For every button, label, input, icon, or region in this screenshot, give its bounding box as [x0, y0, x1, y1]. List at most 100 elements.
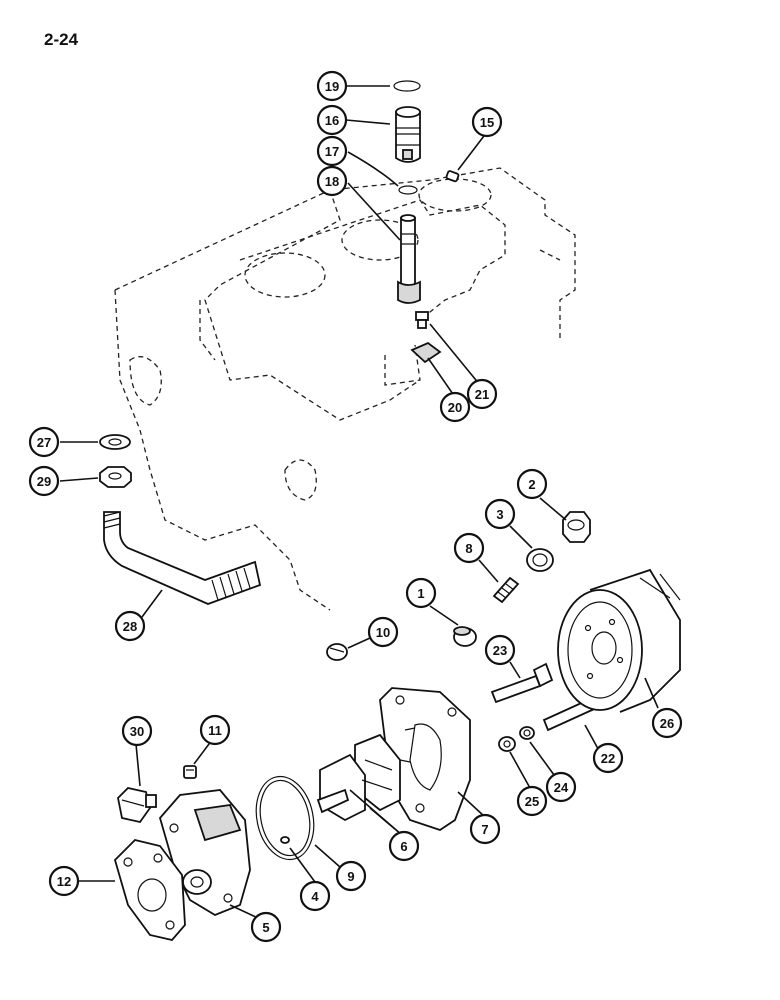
- callout-1: 1: [405, 577, 437, 609]
- oil-filter-26: [557, 568, 681, 713]
- callout-label: 26: [660, 716, 674, 731]
- callout-circle: [439, 391, 471, 423]
- sleeve-part-16: [395, 106, 421, 163]
- callout-label: 3: [496, 507, 503, 522]
- callout-label: 1: [417, 586, 424, 601]
- pickup-tube-28: [103, 511, 262, 605]
- callout-29: 29: [28, 465, 60, 497]
- callout-5: 5: [250, 911, 282, 943]
- callout-circle: [516, 785, 548, 817]
- callout-6: 6: [388, 830, 420, 862]
- callout-circle: [299, 880, 331, 912]
- callout-circle: [335, 860, 367, 892]
- callout-circle: [121, 715, 153, 747]
- callout-circle: [471, 106, 503, 138]
- callout-label: 28: [123, 619, 137, 634]
- o-ring-9: [255, 775, 315, 861]
- callout-label: 7: [481, 822, 488, 837]
- callout-label: 5: [262, 920, 269, 935]
- callout-4: 4: [299, 880, 331, 912]
- washer-25: [498, 736, 516, 752]
- o-ring-17: [398, 185, 418, 195]
- callout-11: 11: [199, 714, 231, 746]
- callout-label: 24: [554, 780, 569, 795]
- callout-label: 23: [493, 643, 507, 658]
- callout-label: 25: [525, 794, 539, 809]
- callout-circle: [484, 634, 516, 666]
- page-number: 2-24: [44, 30, 79, 49]
- callout-30: 30: [121, 715, 153, 747]
- plug-11: [183, 765, 197, 779]
- callout-circle: [466, 378, 498, 410]
- callout-circle: [516, 468, 548, 500]
- callout-circle: [28, 426, 60, 458]
- callout-23: 23: [484, 634, 516, 666]
- callout-label: 30: [130, 724, 144, 739]
- callout-label: 2: [528, 477, 535, 492]
- bolt-21: [415, 311, 429, 329]
- callout-28: 28: [114, 610, 146, 642]
- callout-circle: [388, 830, 420, 862]
- callout-15: 15: [471, 106, 503, 138]
- callout-label: 20: [448, 400, 462, 415]
- callout-label: 21: [475, 387, 489, 402]
- sender-30: [117, 787, 157, 824]
- plug-1: [453, 626, 477, 647]
- callout-label: 8: [465, 541, 472, 556]
- gasket-12: [113, 839, 186, 941]
- callout-circle: [316, 104, 348, 136]
- callout-circle: [114, 610, 146, 642]
- callout-24: 24: [545, 771, 577, 803]
- callout-17: 17: [316, 135, 348, 167]
- callout-label: 18: [325, 174, 339, 189]
- callout-8: 8: [453, 532, 485, 564]
- pin-4: [280, 836, 290, 844]
- callout-label: 4: [311, 889, 319, 904]
- callout-20: 20: [439, 391, 471, 423]
- o-ring-19: [393, 80, 421, 92]
- washer-27: [99, 434, 131, 450]
- nut-29: [99, 466, 132, 488]
- callout-label: 17: [325, 144, 339, 159]
- callout-2: 2: [516, 468, 548, 500]
- callout-circle: [453, 532, 485, 564]
- callout-label: 22: [601, 751, 615, 766]
- callout-label: 12: [57, 874, 71, 889]
- callout-circle: [316, 70, 348, 102]
- callout-label: 11: [208, 723, 222, 738]
- callout-19: 19: [316, 70, 348, 102]
- callout-circle: [316, 165, 348, 197]
- callout-circle: [48, 865, 80, 897]
- pin-15: [445, 170, 460, 183]
- callout-7: 7: [469, 813, 501, 845]
- callout-label: 10: [376, 625, 390, 640]
- plug-10: [326, 643, 348, 661]
- callout-22: 22: [592, 742, 624, 774]
- callout-circle: [316, 135, 348, 167]
- callout-circle: [367, 616, 399, 648]
- callout-circle: [250, 911, 282, 943]
- callout-9: 9: [335, 860, 367, 892]
- callout-label: 16: [325, 113, 339, 128]
- callout-21: 21: [466, 378, 498, 410]
- callout-circle: [405, 577, 437, 609]
- callout-circle: [592, 742, 624, 774]
- callout-label: 6: [400, 839, 407, 854]
- callout-25: 25: [516, 785, 548, 817]
- pump-gears-6: [316, 733, 401, 822]
- callout-label: 27: [37, 435, 51, 450]
- stud-8: [492, 576, 520, 604]
- bolt-23: [490, 662, 554, 704]
- callout-10: 10: [367, 616, 399, 648]
- plug-2: [562, 511, 591, 543]
- callout-circle: [651, 707, 683, 739]
- callout-label: 19: [325, 79, 339, 94]
- drive-shaft-18: [397, 214, 421, 304]
- washer-24: [519, 726, 535, 740]
- callout-label: 29: [37, 474, 51, 489]
- callout-18: 18: [316, 165, 348, 197]
- callout-circle: [469, 813, 501, 845]
- callout-label: 15: [480, 115, 494, 130]
